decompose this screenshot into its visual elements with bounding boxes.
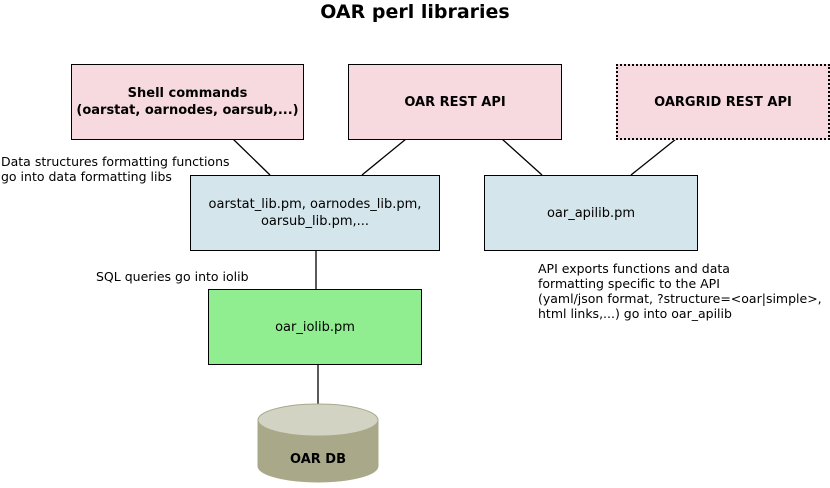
formatting-libs-label: oarstat_lib.pm, oarnodes_lib.pm, oarsub_… [208,197,422,229]
oar-db-label: OAR DB [290,452,346,467]
sql-note: SQL queries go into iolib [96,269,249,284]
link-shell-libs [232,138,271,176]
formatting-note: Data structures formatting functions go … [1,154,230,184]
oargrid-rest-api-label: OARGRID REST API [654,94,792,110]
database-cylinder [257,403,379,483]
oar-rest-api-label: OAR REST API [404,94,506,110]
link-rest-apilib [501,138,543,176]
db-body [257,419,379,483]
oar-iolib-box: oar_iolib.pm [208,289,422,365]
oargrid-rest-api-box: OARGRID REST API [616,64,830,140]
oar-rest-api-box: OAR REST API [348,64,562,140]
formatting-libs-box: oarstat_lib.pm, oarnodes_lib.pm, oarsub_… [190,175,440,251]
shell-commands-label: Shell commands (oarstat, oarnodes, oarsu… [76,86,299,118]
oar-apilib-label: oar_apilib.pm [546,205,636,221]
api-note: API exports functions and data formattin… [538,261,822,321]
db-top [257,403,379,437]
diagram-title: OAR perl libraries [320,1,510,23]
oar-iolib-label: oar_iolib.pm [275,319,355,335]
link-oargrid-apilib [630,138,677,176]
link-rest-libs [361,138,407,176]
shell-commands-box: Shell commands (oarstat, oarnodes, oarsu… [71,64,304,140]
oar-apilib-box: oar_apilib.pm [484,175,698,251]
